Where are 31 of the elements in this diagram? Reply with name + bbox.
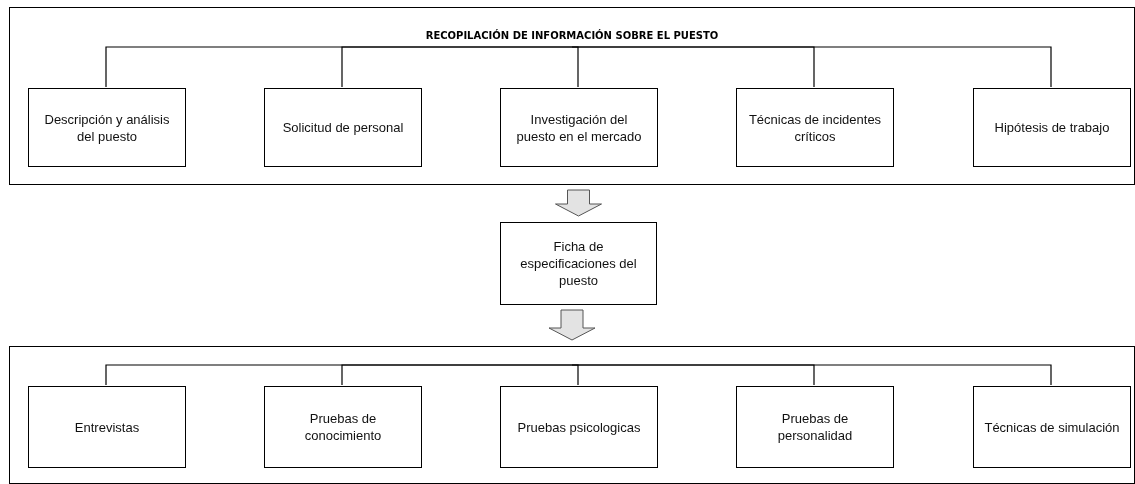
box-label: Técnicas de incidentes críticos xyxy=(747,110,883,145)
process-box xyxy=(736,386,894,468)
box-label: Hipótesis de trabajo xyxy=(993,119,1111,136)
group-frame xyxy=(9,346,1135,484)
process-box xyxy=(973,386,1131,468)
box-label: Pruebas de personalidad xyxy=(776,410,854,444)
block-arrow xyxy=(555,189,602,217)
box-label: Entrevistas xyxy=(73,418,141,436)
process-box xyxy=(736,88,894,167)
box-label: Ficha de especificaciones del puesto xyxy=(519,238,638,289)
connector-line xyxy=(571,364,1052,386)
connector-line xyxy=(571,46,1052,88)
block-arrow xyxy=(548,309,596,341)
connector-line xyxy=(341,46,573,88)
connector-line xyxy=(341,364,573,386)
box-label: Pruebas de conocimiento xyxy=(303,410,383,444)
process-box xyxy=(500,88,658,167)
group-heading: RECOPILACIÓN DE INFORMACIÓN SOBRE EL PUESTO xyxy=(424,30,720,41)
process-box xyxy=(28,386,186,468)
box-label: Solicitud de personal xyxy=(281,119,405,136)
process-box xyxy=(500,222,657,305)
process-box xyxy=(500,386,658,468)
process-box xyxy=(264,386,422,468)
process-box xyxy=(28,88,186,167)
box-label: Investigación del puesto en el mercado xyxy=(515,110,643,145)
box-label: Descripción y análisis del puesto xyxy=(43,110,171,145)
box-label: Técnicas de simulación xyxy=(983,418,1121,436)
process-box xyxy=(973,88,1131,167)
box-label: Pruebas psicologicas xyxy=(516,418,642,436)
group-frame xyxy=(9,7,1135,185)
process-box xyxy=(264,88,422,167)
